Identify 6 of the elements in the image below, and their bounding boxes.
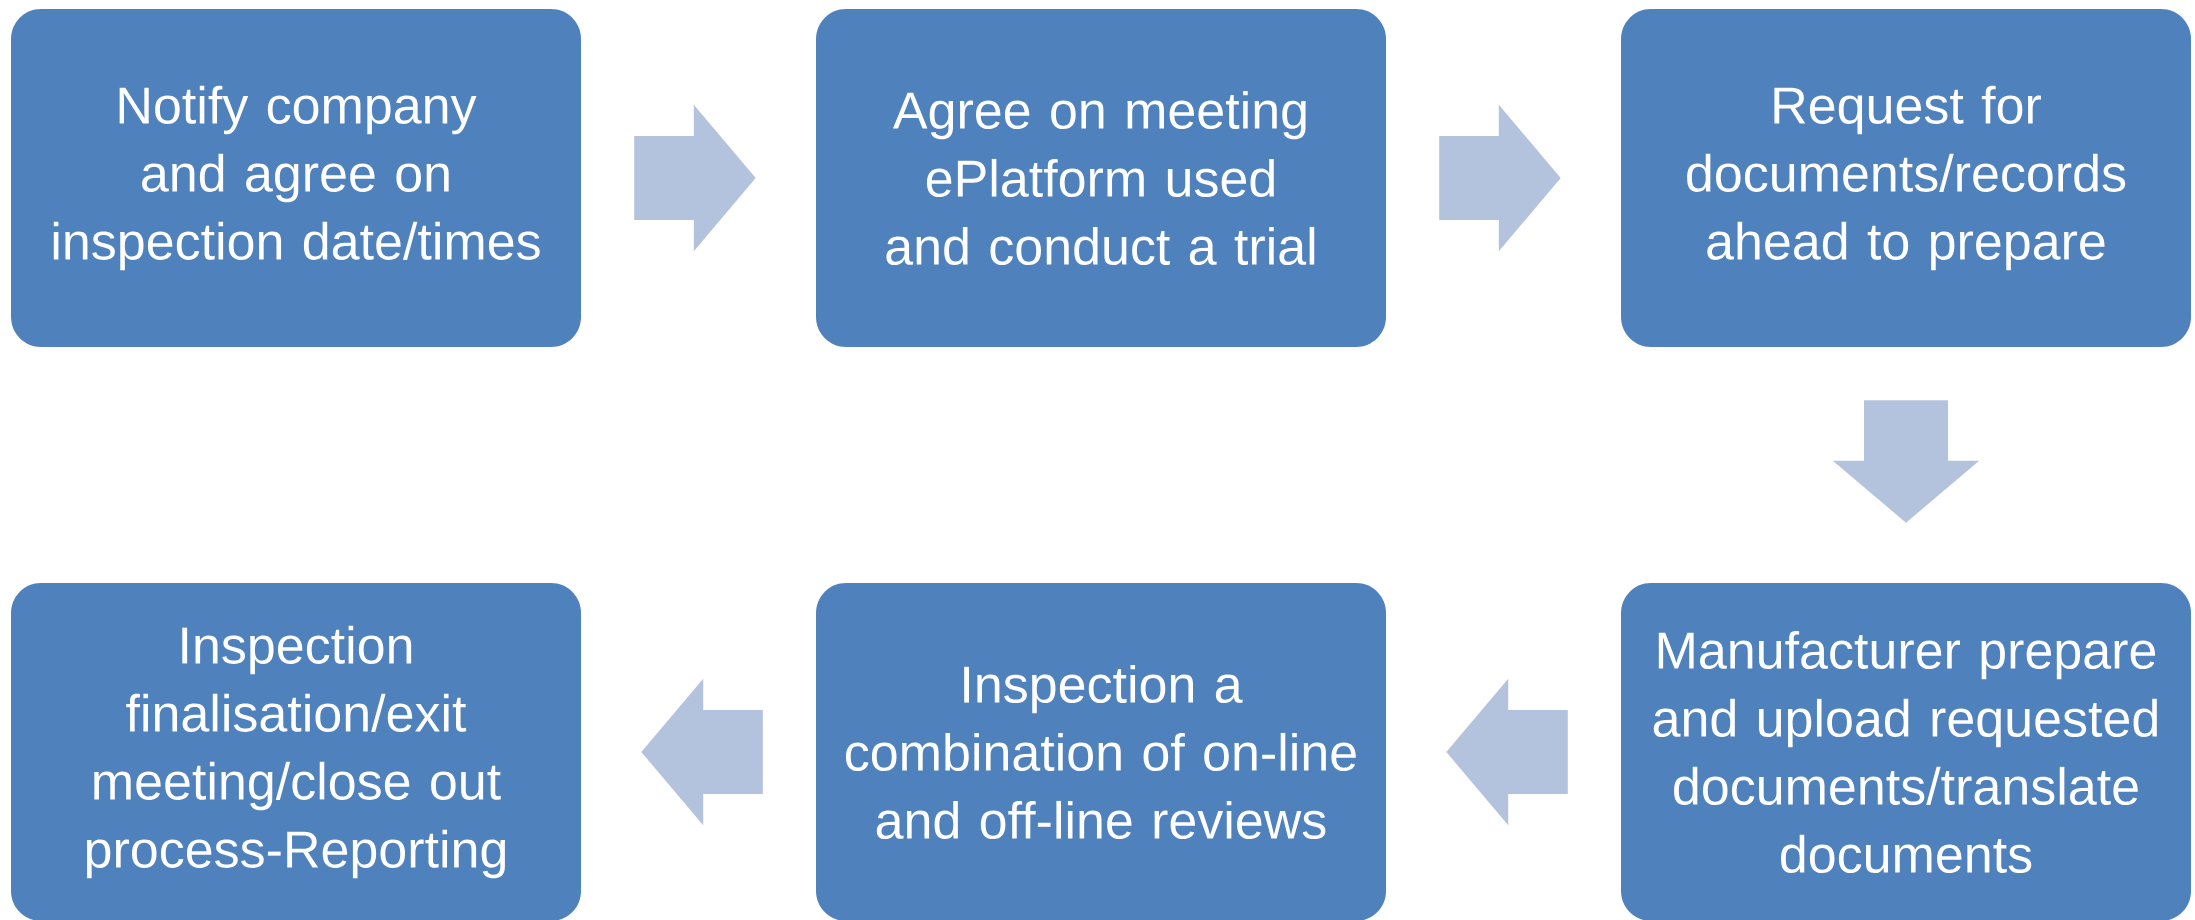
process-box: Request for documents/records ahead to prepare — [1621, 9, 2191, 347]
process-box: Inspection a combination of on-line and off-line reviews — [816, 583, 1386, 920]
process-box: Agree on meeting ePlatform used and conduct a trial — [816, 9, 1386, 347]
process-box: Manufacturer prepare and upload requested documents/translate documents — [1621, 583, 2191, 920]
process-box: Notify company and agree on inspection date/times — [11, 9, 581, 347]
process-box: Inspection finalisation/exit meeting/close out process-Reporting — [11, 583, 581, 920]
